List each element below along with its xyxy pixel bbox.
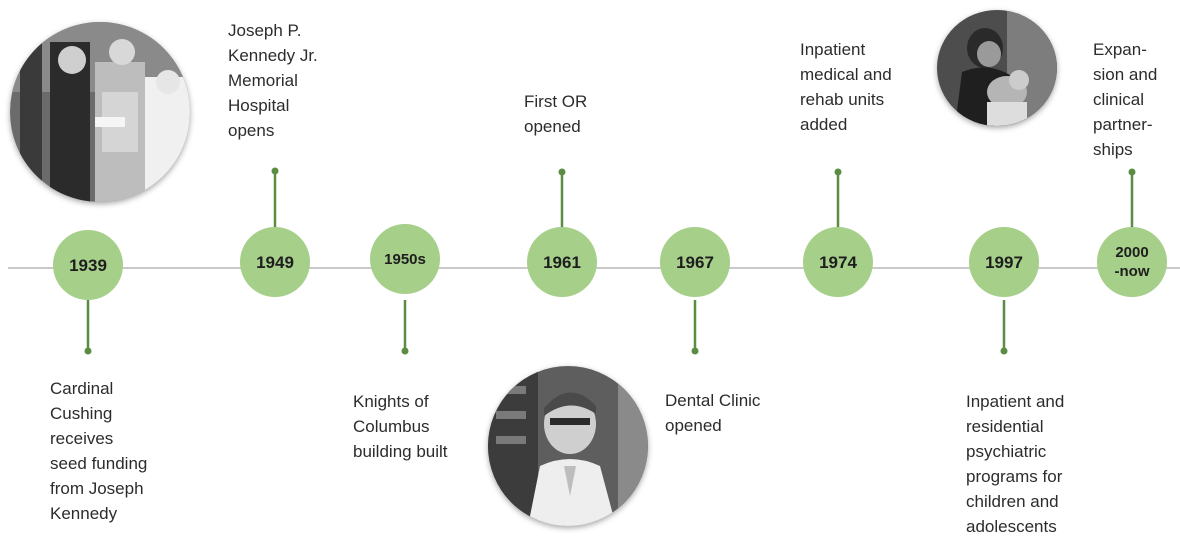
year-node-1974: 1974 — [803, 227, 873, 297]
event-label-1939: Cardinal Cushing receives seed funding f… — [50, 379, 148, 523]
year-node-1997: 1997 — [969, 227, 1039, 297]
event-label-1949: Joseph P. Kennedy Jr. Memorial Hospital … — [228, 21, 318, 140]
connector-dot-2000 — [1128, 168, 1136, 176]
connector-dot-1974 — [834, 168, 842, 176]
connector-dot-1997 — [1000, 347, 1008, 355]
year-node-2000-now: 2000 -now — [1097, 227, 1167, 297]
connector-dot-1967 — [691, 347, 699, 355]
year-node-1967: 1967 — [660, 227, 730, 297]
year-node-1949: 1949 — [240, 227, 310, 297]
event-label-1950s: Knights of Columbus building built — [353, 392, 448, 461]
year-node-1950s: 1950s — [370, 224, 440, 294]
photo-cardinal-cushing — [10, 22, 190, 202]
year-node-1939: 1939 — [53, 230, 123, 300]
photo-mother-child — [937, 10, 1057, 126]
connector-dot-1950s — [401, 347, 409, 355]
event-label-1961: First OR opened — [524, 92, 588, 136]
year-node-1961: 1961 — [527, 227, 597, 297]
photo-doctor — [488, 366, 648, 526]
event-label-1997: Inpatient and residential psychiatric pr… — [966, 392, 1065, 536]
event-label-1974: Inpatient medical and rehab units added — [800, 40, 892, 134]
connector-dot-1961 — [558, 168, 566, 176]
connector-dot-1949 — [271, 167, 279, 175]
event-label-1967: Dental Clinic opened — [665, 391, 761, 435]
event-label-2000-now: Expan- sion and clinical partner- ships — [1093, 40, 1158, 159]
connector-dot-1939 — [84, 347, 92, 355]
